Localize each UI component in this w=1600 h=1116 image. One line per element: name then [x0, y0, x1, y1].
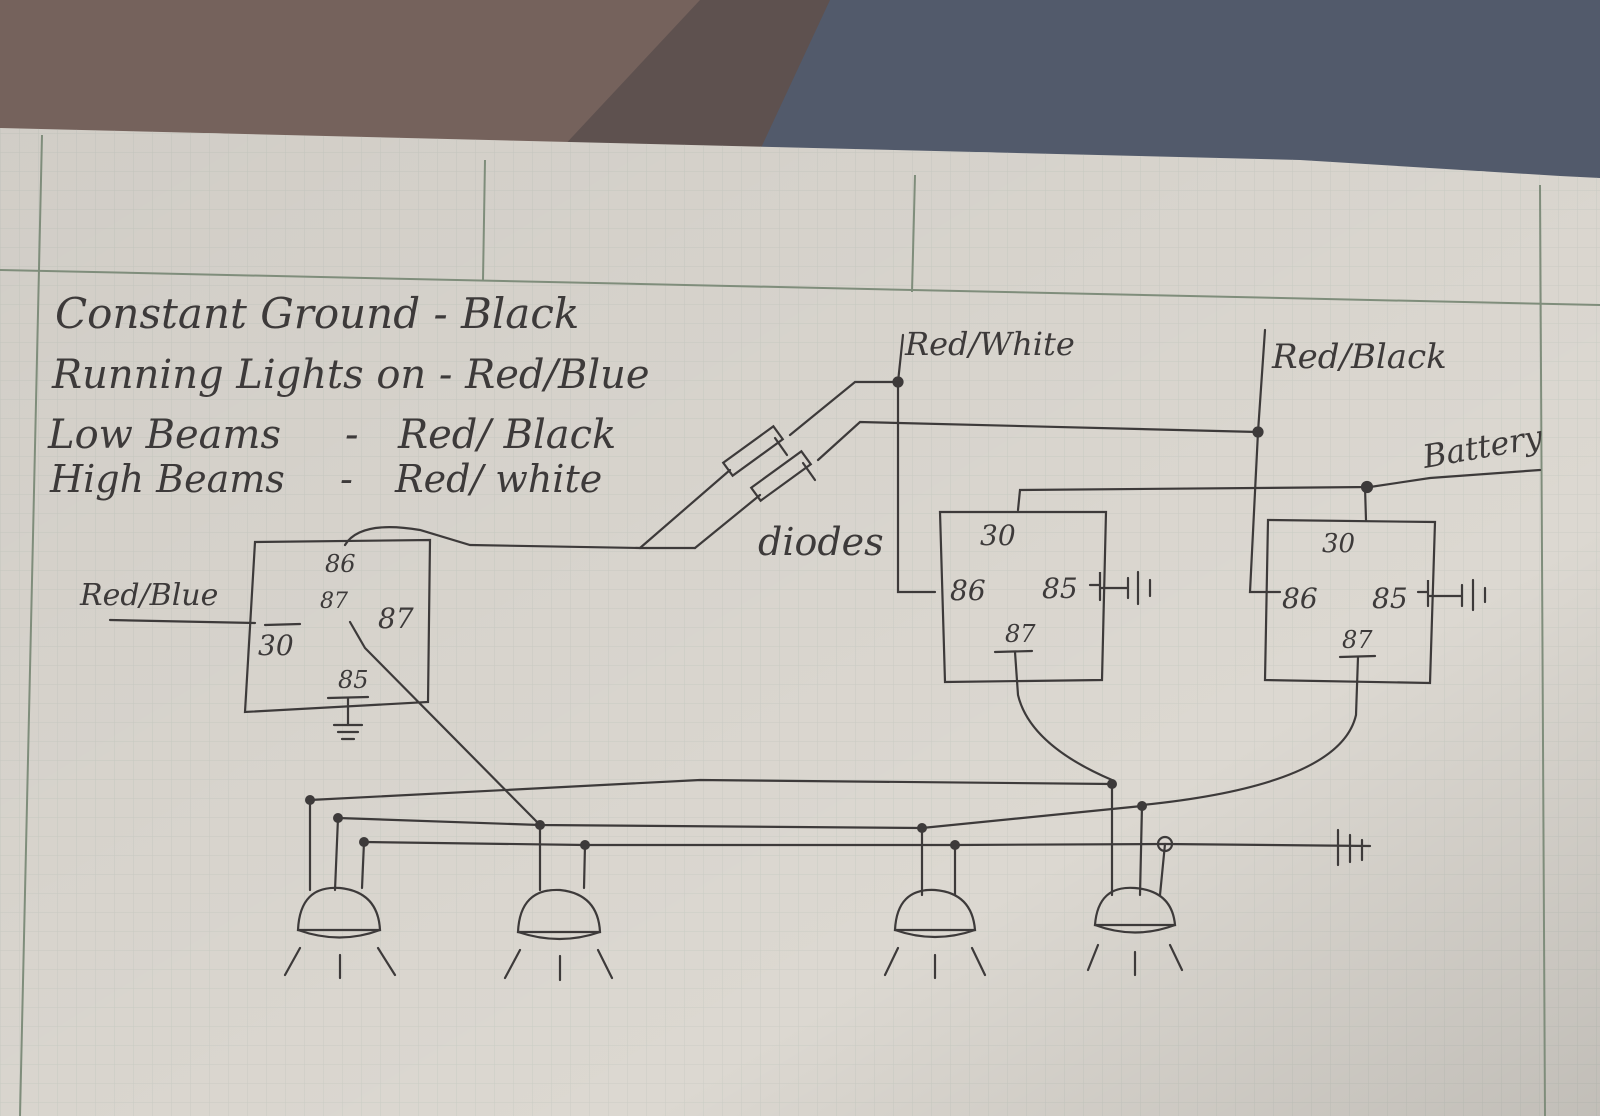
high-pin-87: 87: [1005, 620, 1036, 648]
legend-low-name: Low Beams: [47, 412, 281, 458]
low-pin-86: 86: [1282, 582, 1318, 615]
main-relay-pin86-wire: [343, 526, 697, 550]
background-jeans: [760, 0, 1600, 190]
red-blue-input-wire: [108, 618, 257, 625]
high-relay-87-wire: [1013, 650, 1114, 782]
legend-running: Running Lights on - Red/Blue: [51, 352, 650, 398]
low-relay-pin85-ground: [1416, 578, 1487, 612]
diode-2-to-red-black: [816, 420, 1260, 462]
main-relay-pins: 86 87 87 30 85: [258, 550, 414, 694]
notebook-page: [0, 128, 1600, 1116]
background-fabric: [0, 0, 700, 150]
headlamp-3: [883, 888, 987, 980]
diode-1: [721, 424, 785, 478]
low-relay-87-wire: [1140, 655, 1360, 807]
label-diodes: diodes: [758, 520, 884, 564]
high-beam-bus: [308, 778, 1114, 802]
legend-high-name: High Beams: [49, 457, 285, 501]
legend-low-sep: -: [345, 412, 359, 458]
headlamp-1: [283, 886, 397, 980]
legend-low-color: Red/ Black: [397, 412, 616, 458]
low-pin-87: 87: [1342, 626, 1373, 654]
legend-ground: Constant Ground - Black: [55, 289, 579, 338]
main-relay-pin30-bar: [263, 622, 302, 627]
ground-bus-terminal: [1336, 828, 1364, 867]
headlamp-2: [503, 888, 614, 982]
high-pin-86: 86: [950, 574, 986, 607]
high-relay-pin85-ground: [1088, 570, 1152, 606]
label-red-blue: Red/Blue: [79, 578, 218, 613]
page-border-lines: [0, 134, 1600, 1116]
low-beam-bus: [336, 804, 1144, 830]
low-pin-85: 85: [1372, 582, 1408, 615]
running-light-wire: [348, 620, 542, 827]
main-pin-85: 85: [338, 666, 369, 694]
headlamp-4: [1086, 886, 1184, 977]
headlamps: [283, 886, 1184, 982]
high-pin-30: 30: [980, 519, 1016, 552]
red-black-wire: [1248, 328, 1282, 594]
main-pin-87a: 87: [320, 589, 348, 614]
legend-high-sep: -: [340, 457, 353, 501]
high-relay-pin87-bar: [993, 649, 1034, 654]
diode-1-to-red-white: [788, 380, 900, 437]
red-white-wire: [896, 333, 937, 594]
diode-leads: [638, 468, 762, 550]
main-pin-86: 86: [325, 550, 356, 578]
main-relay-box: [243, 538, 432, 714]
low-beam-relay-box: [1263, 518, 1437, 685]
wiring-diagram: [108, 328, 1542, 897]
main-pin-87: 87: [378, 602, 414, 635]
low-pin-30: 30: [1322, 529, 1355, 559]
high-pin-85: 85: [1042, 572, 1078, 605]
label-red-black: Red/Black: [1271, 337, 1447, 377]
high-beam-relay-box: [938, 510, 1108, 684]
label-red-white: Red/White: [904, 325, 1075, 363]
low-relay-pins: 30 86 85 87: [1282, 529, 1408, 654]
main-pin-30: 30: [258, 629, 294, 662]
high-relay-pins: 30 86 85 87: [950, 519, 1078, 648]
ground-symbol: [332, 723, 364, 741]
legend: Constant Ground - Black Running Lights o…: [47, 289, 650, 501]
diode-2: [749, 449, 813, 503]
legend-high-color: Red/ white: [394, 457, 602, 501]
